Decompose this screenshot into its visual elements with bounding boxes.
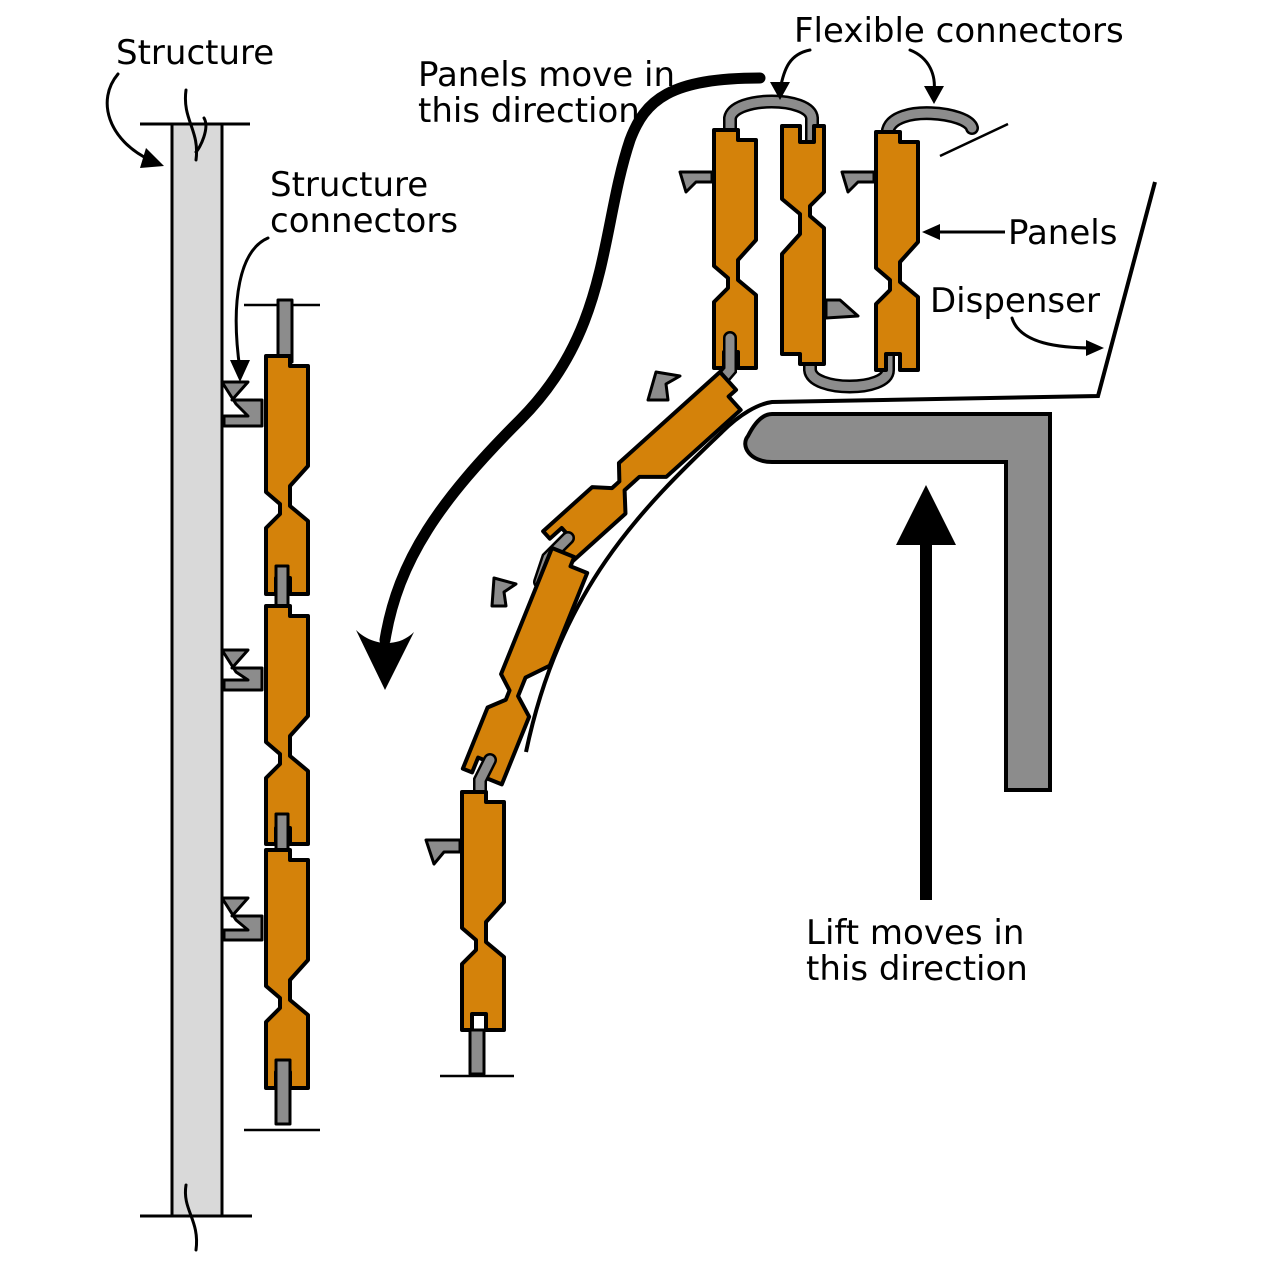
structure-connector [220,648,264,692]
label-structure: Structure [116,33,274,73]
lift-direction-arrow [896,485,956,900]
panel [780,124,826,366]
panel [264,354,310,596]
leader-arrows [105,48,1104,382]
label-lift-moves-2: this direction [806,949,1028,989]
panel [264,848,310,1090]
installed-panels [244,298,320,1132]
lift [743,412,1052,792]
label-flexible-connectors: Flexible connectors [794,11,1124,51]
panel [541,370,751,565]
panel [264,604,310,846]
panel [460,790,506,1032]
panels-direction-arrow [356,72,766,690]
label-panels-move-1: Panels move in [418,55,675,95]
structure [140,88,252,1252]
label-panels: Panels [1008,213,1117,253]
label-structure-connectors-2: connectors [270,201,458,241]
panel [874,130,920,372]
label-dispenser: Dispenser [930,281,1100,321]
label-panels-move-2: this direction [418,91,640,131]
structure-connector [220,896,264,942]
panel [712,128,758,370]
stacked-panels [678,94,1009,405]
structure-connector [220,380,264,428]
moving-panels [424,370,751,1078]
label-lift-moves-1: Lift moves in [806,913,1024,953]
label-structure-connectors-1: Structure [270,165,428,205]
